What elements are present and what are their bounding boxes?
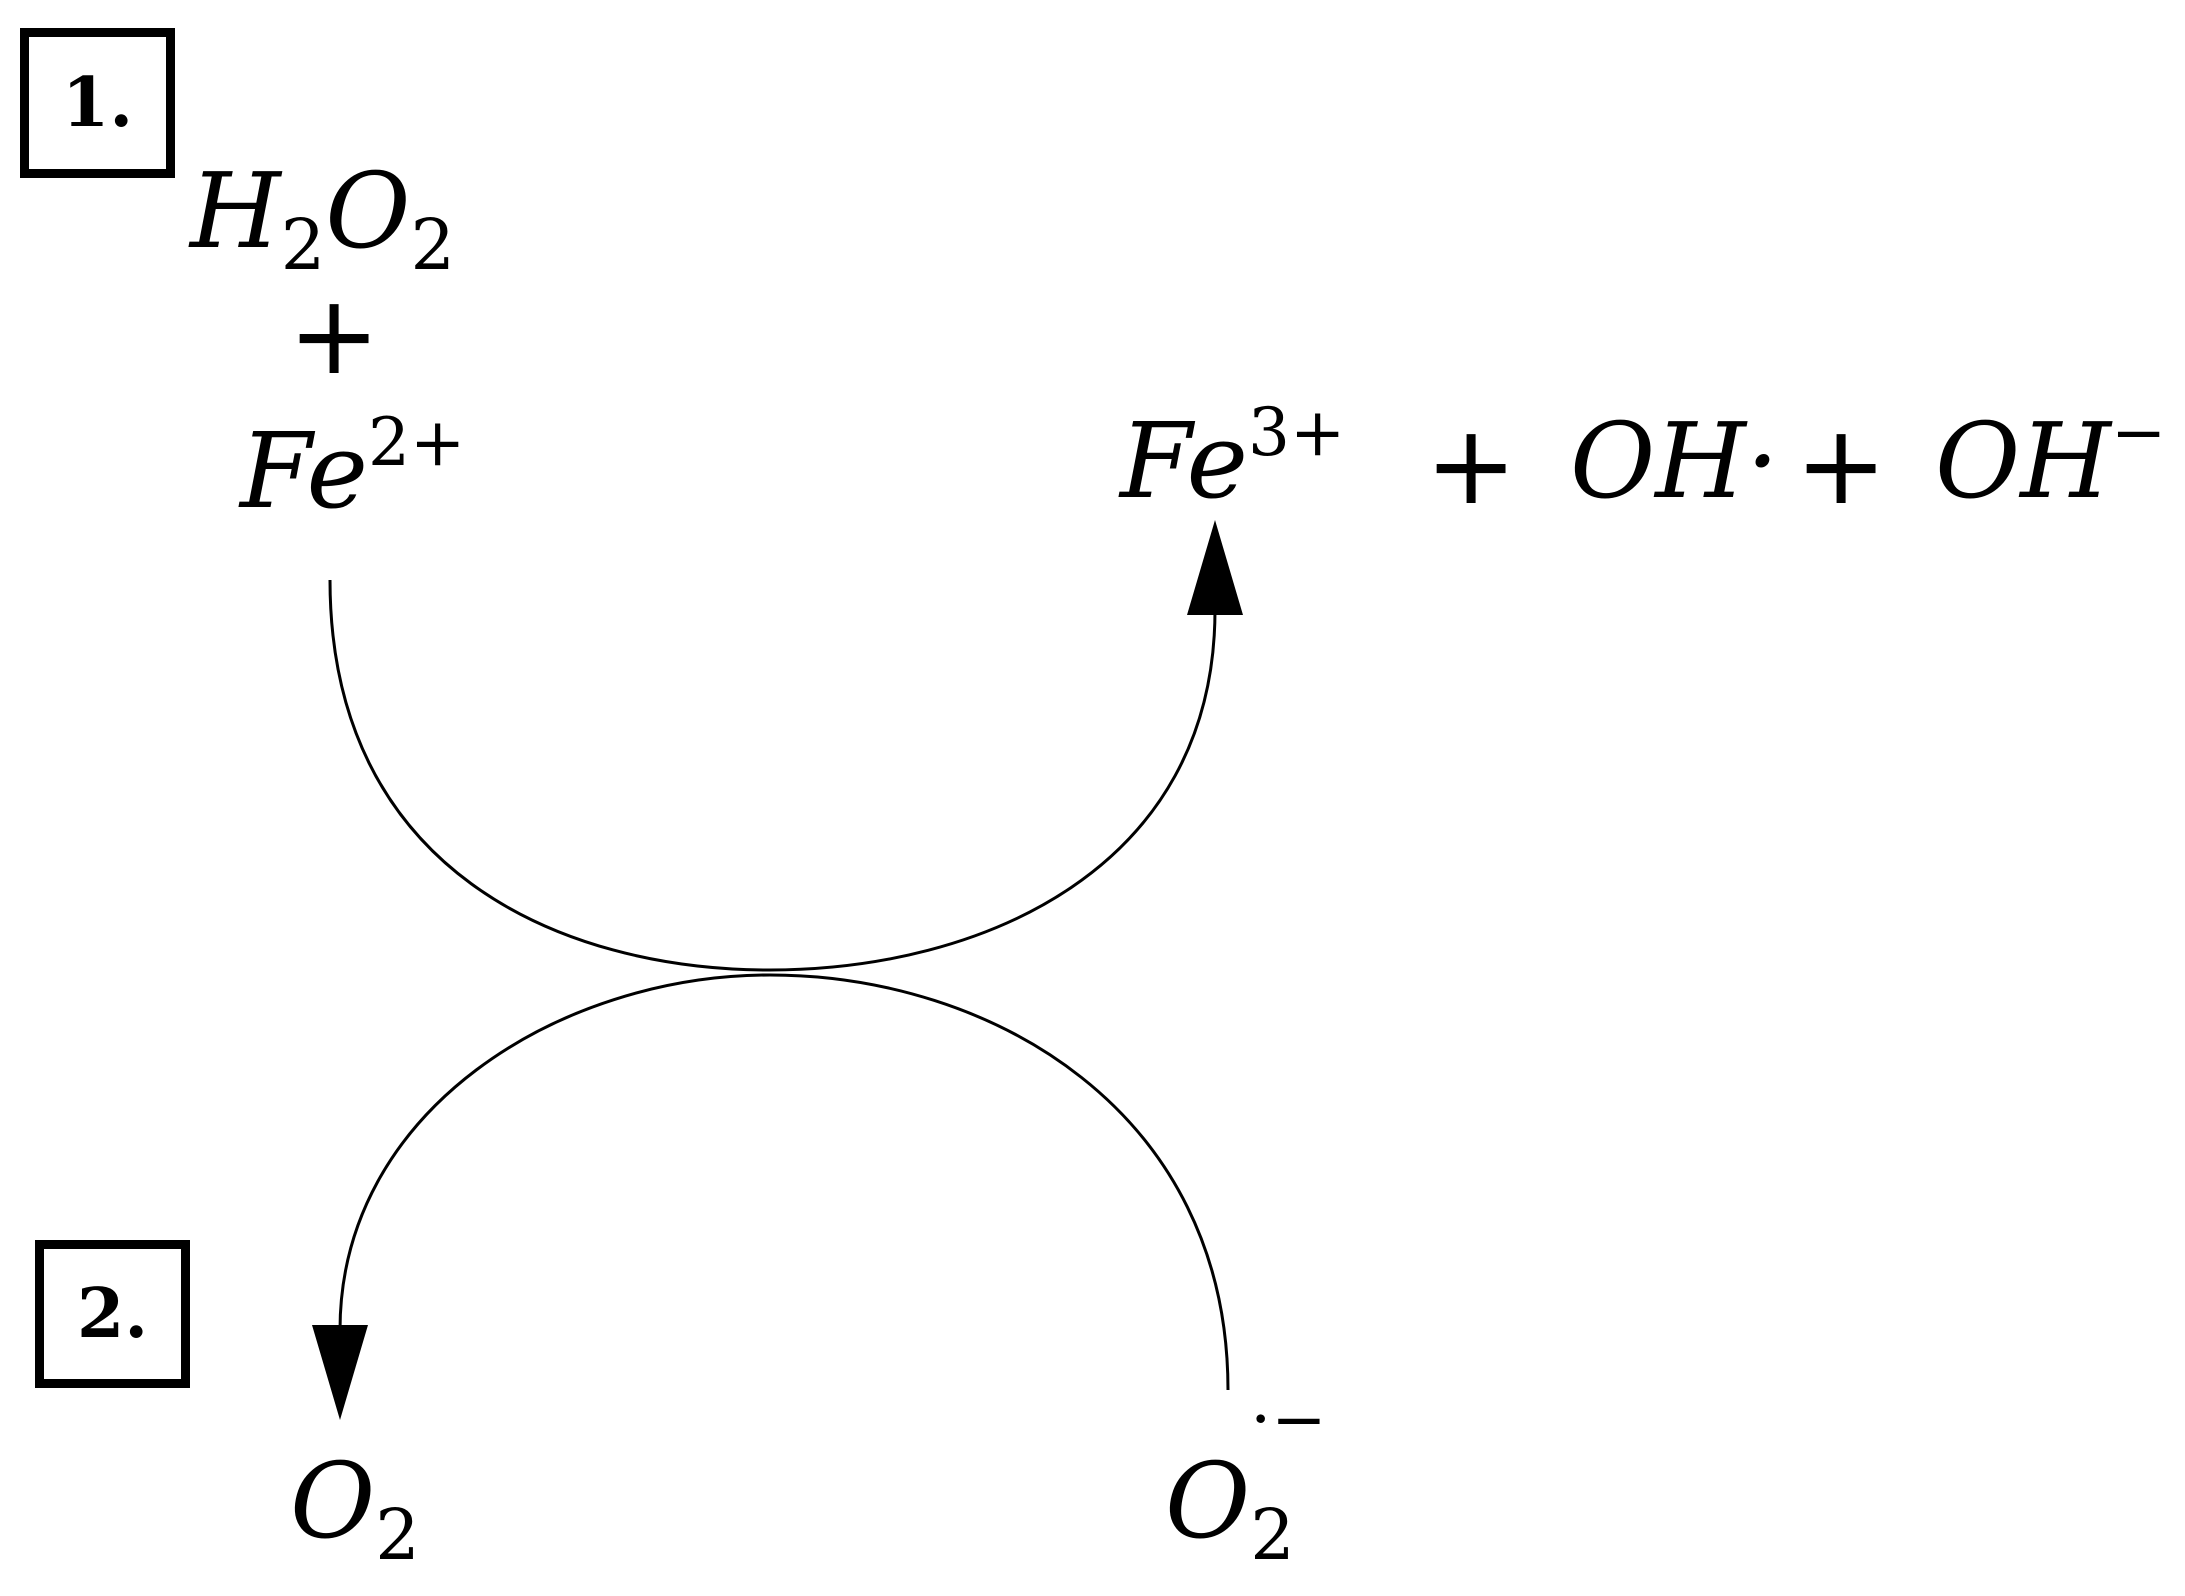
plus-sign-products-2: + — [1795, 401, 1888, 529]
hydroxyl-radical: OH· — [1570, 400, 1780, 522]
iron-ii: Fe2+ — [240, 404, 466, 533]
plus-sign-reactants: + — [288, 271, 381, 399]
hydrogen-peroxide: H2O2 — [190, 150, 456, 286]
arrow-superoxide-to-oxygen — [338, 973, 1230, 1391]
oxygen: O2 — [290, 1440, 420, 1576]
plus-sign-products-1: + — [1425, 401, 1518, 529]
hydroxide: OH− — [1935, 394, 2167, 523]
iron-iii: Fe3+ — [1120, 394, 1346, 523]
arrowhead-up-icon — [1187, 520, 1243, 615]
arrowhead-down-icon — [312, 1325, 368, 1420]
arrow-fe2-to-fe3 — [328, 579, 1217, 972]
step-2-box: 2. — [35, 1240, 190, 1388]
superoxide: O·−2 — [1165, 1381, 1327, 1576]
step-1-box: 1. — [20, 28, 175, 178]
